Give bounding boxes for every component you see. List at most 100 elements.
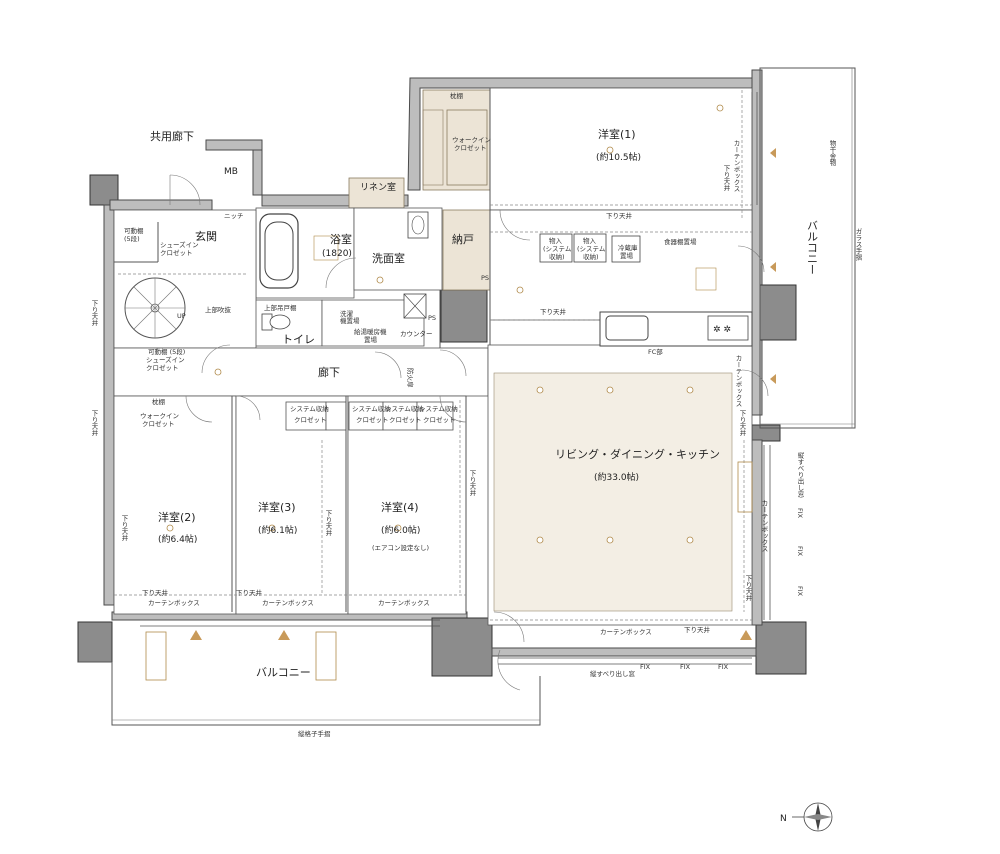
room-labels: 共用廊下 MB ニッチ 玄関 シューズイン クロゼット 可動棚 (5段) 上部吹…	[90, 91, 862, 738]
label-fix-4: FIX	[796, 508, 804, 519]
svg-text:収納): 収納)	[549, 252, 565, 261]
label-linen: リネン室	[360, 181, 396, 193]
label-ldk-size: (約33.0帖)	[594, 471, 639, 483]
svg-text:置場: 置場	[364, 335, 378, 344]
label-balcony-right: バルコニー	[806, 220, 819, 275]
label-lowered-12: 下り天井	[738, 410, 746, 438]
label-counter: カウンター	[400, 329, 433, 338]
label-fix-6: FIX	[796, 586, 804, 597]
svg-text:クロゼット: クロゼット	[142, 419, 175, 428]
compass-icon: N	[780, 802, 833, 832]
label-vertical-window-1: 縦すべり出し窓	[590, 669, 636, 678]
label-system-closet-4: システム収納	[419, 404, 458, 413]
label-walkin-2: ウォークイン	[140, 412, 179, 420]
label-glass-rail: ガラス手摺	[854, 228, 862, 262]
label-ps2: PS	[428, 314, 436, 322]
svg-text:(5段): (5段)	[124, 234, 140, 243]
label-common-corridor: 共用廊下	[150, 129, 194, 143]
label-toilet: トイレ	[282, 333, 315, 346]
label-lowered-6: 下り天井	[468, 470, 476, 498]
label-curtain-box-5: カーテンボックス	[732, 140, 740, 193]
label-lowered-9: 下り天井	[90, 300, 98, 328]
label-mb: MB	[224, 167, 238, 177]
label-hall: 廊下	[318, 365, 340, 379]
label-western1-size: (約10.5帖)	[596, 151, 641, 163]
label-clothes-dryer: 物干金物	[828, 139, 836, 168]
label-fix-5: FIX	[796, 546, 804, 557]
label-pillow-shelf: 枕棚	[152, 397, 166, 406]
svg-text:収納): 収納)	[583, 252, 599, 261]
bathtub-icon	[259, 213, 299, 289]
label-grid-rail: 縦格子手摺	[298, 729, 331, 738]
lowered-ceiling-lines	[114, 90, 752, 621]
svg-text:クロゼット: クロゼット	[294, 415, 327, 424]
label-laundry: 洗濯	[340, 309, 354, 318]
toilet-icon	[261, 313, 291, 331]
label-up: UP	[177, 312, 186, 320]
label-fix-2: FIX	[680, 663, 691, 671]
internal-walls	[114, 88, 491, 612]
label-curtain-box-6: カーテンボックス	[760, 500, 768, 553]
stove-icon: ✲ ✲	[707, 315, 749, 341]
label-system-closet-2: システム収納	[352, 404, 391, 413]
label-lowered-1: 下り天井	[606, 211, 633, 220]
label-fix-1: FIX	[640, 663, 651, 671]
label-western3-size: (約6.1帖)	[258, 524, 297, 536]
label-lowered-7: 下り天井	[324, 510, 332, 538]
door-swing-icon	[169, 174, 769, 691]
label-western3: 洋室(3)	[258, 500, 296, 514]
room-outlines	[113, 87, 753, 626]
label-water-heater: 給湯暖房機	[354, 327, 387, 336]
label-lowered-13: 下り天井	[744, 575, 752, 603]
label-lowered-3: 下り天井	[684, 625, 711, 634]
svg-text:(システム: (システム	[543, 245, 572, 253]
label-curtain-box-2: カーテンボックス	[262, 599, 314, 607]
label-ps: PS	[481, 274, 489, 282]
label-bath-size: (1820)	[322, 249, 352, 259]
label-nando: 納戸	[452, 233, 474, 246]
label-lowered-2: 下り天井	[540, 307, 567, 316]
label-western4: 洋室(4)	[381, 500, 419, 514]
kitchen-counter: ✲ ✲	[539, 233, 753, 347]
sink-icon	[403, 211, 429, 319]
label-vertical-window-2: 縦すべり出し窓	[796, 451, 804, 498]
svg-text:クロゼット: クロゼット	[356, 415, 389, 424]
label-curtain-box-1: カーテンボックス	[148, 599, 200, 607]
label-storage-1: 物入	[549, 236, 563, 245]
label-curtain-box-7: カーテンボックス	[734, 355, 742, 408]
label-shoes-in-2: シューズイン	[146, 355, 185, 364]
label-western4-size: (約6.0帖)	[381, 524, 420, 536]
exterior-walls	[77, 67, 856, 726]
label-balcony-bottom: バルコニー	[256, 666, 311, 679]
label-walkin-1: ウォークイン	[452, 136, 491, 144]
label-system-closet-1: システム収納	[290, 404, 329, 413]
label-fridge: 冷蔵庫	[618, 243, 638, 252]
label-fc: FC部	[648, 347, 663, 356]
label-western4-note: (エアコン設定なし)	[372, 543, 429, 552]
label-lowered-11: 下り天井	[722, 165, 730, 193]
label-movable-shelf: 可動棚	[124, 226, 144, 235]
label-bath: 浴室	[330, 232, 352, 246]
svg-text:クロゼット: クロゼット	[423, 415, 456, 424]
label-western1: 洋室(1)	[598, 127, 636, 141]
svg-text:(システム: (システム	[577, 245, 606, 253]
label-curtain-box-3: カーテンボックス	[378, 599, 430, 607]
svg-text:クロゼット: クロゼット	[160, 248, 193, 257]
label-pillow-shelf-1: 枕棚	[450, 91, 464, 100]
label-upper-cabinet: 上部吊戸棚	[264, 303, 297, 312]
label-upper-open: 上部吹抜	[205, 305, 232, 314]
label-niche: ニッチ	[224, 212, 244, 220]
spiral-stair-icon	[124, 277, 186, 339]
label-washroom: 洗面室	[372, 251, 405, 265]
label-system-closet-3: システム収納	[385, 404, 424, 413]
label-curtain-box-4: カーテンボックス	[600, 628, 652, 636]
svg-text:クロゼット: クロゼット	[389, 415, 422, 424]
compass-north: N	[780, 814, 787, 824]
fixture-markers	[145, 104, 776, 681]
label-lowered-5: 下り天井	[236, 588, 263, 597]
svg-text:✲ ✲: ✲ ✲	[713, 325, 731, 335]
label-lowered-8: 下り天井	[120, 515, 128, 543]
label-lowered-10: 下り天井	[90, 410, 98, 438]
label-fire-door: 防火扉	[406, 368, 415, 388]
